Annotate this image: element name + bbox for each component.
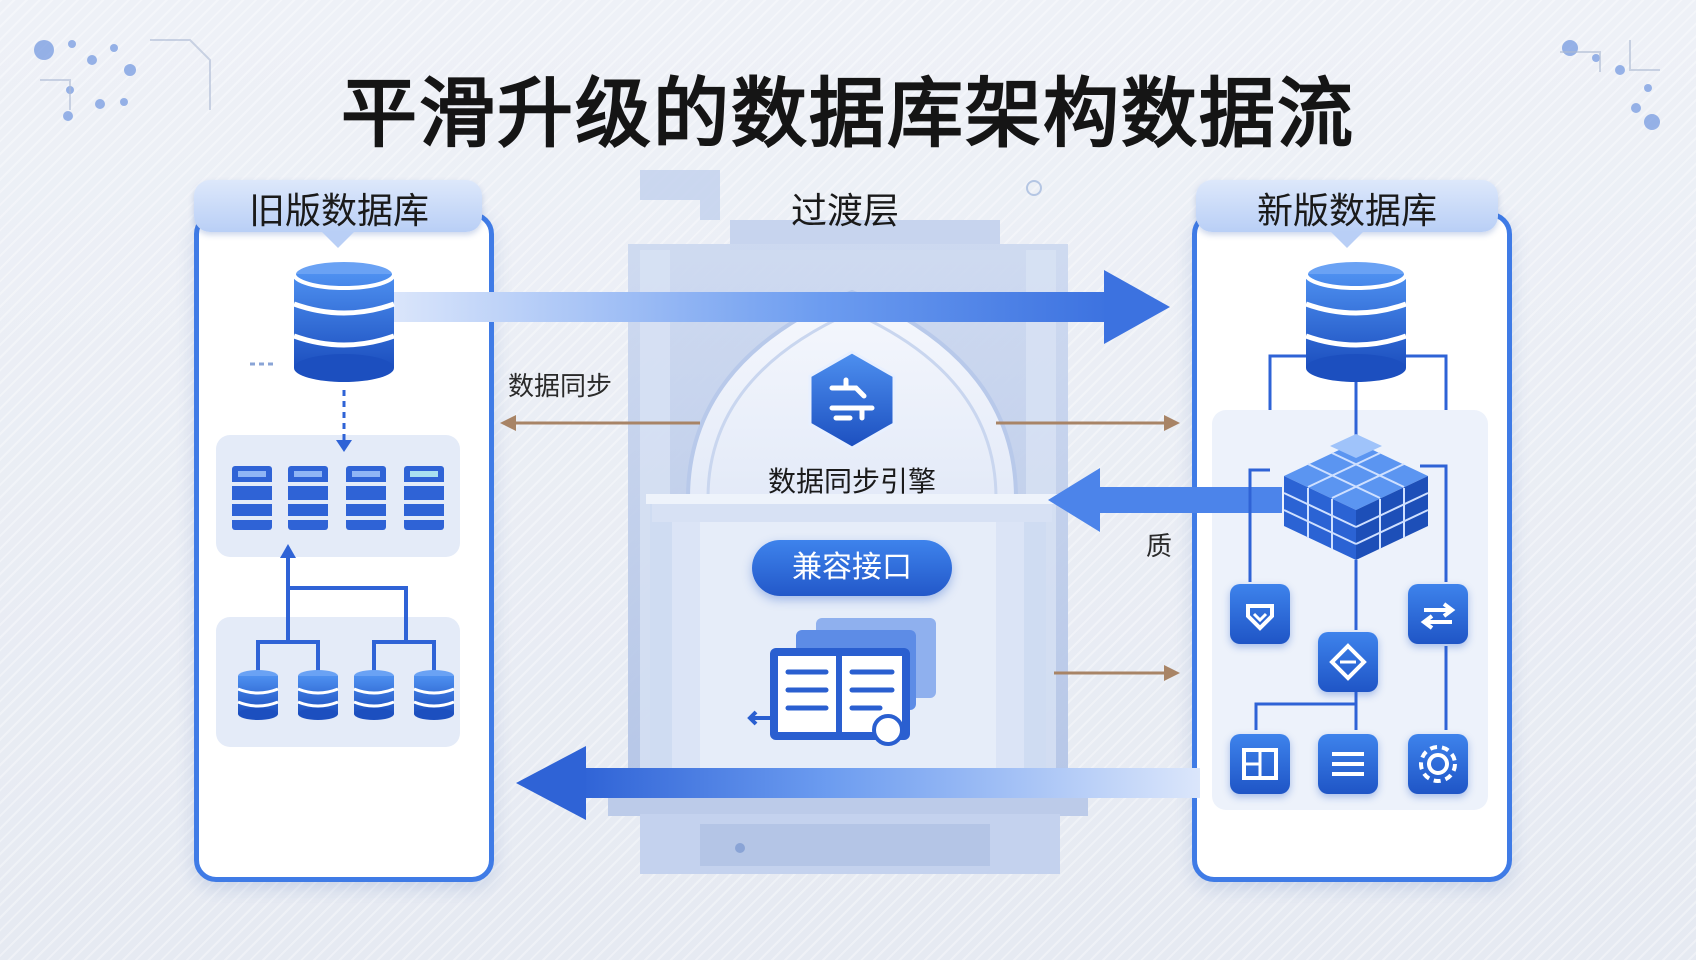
switch-tile [1408,584,1468,644]
server-rack-icon [232,466,444,530]
new-db-tree-lines [1248,354,1448,730]
old-db-label: 旧版数据库 [248,191,429,232]
old-db-header [194,180,482,248]
shield-icon [1246,604,1274,631]
switch-icon [1420,602,1456,630]
shield-tile [1230,584,1290,644]
diamond-icon [1329,643,1367,681]
compatible-interface-pill: 兼容接口 [752,540,952,596]
old-database-icon [292,258,396,382]
data-sync-annotation: 数据同步 [508,372,613,402]
quality-annotation: 质 [1146,532,1173,562]
grid-icon [1242,748,1278,780]
grid-tile [1230,734,1290,794]
header-notch [322,232,354,248]
gear-tile [1408,734,1468,794]
thin-arrows [500,415,1180,681]
arrow-old-to-new [390,270,1170,344]
new-database-icon [1304,258,1408,382]
new-db-label: 新版数据库 [1256,191,1437,232]
gear-icon [1419,745,1457,783]
document-icon [747,618,936,746]
arrow-head [280,544,296,558]
page-title: 平滑升级的数据库架构数据流 [341,69,1355,158]
shard-database-icon [237,670,455,720]
sync-engine-icon [808,350,896,450]
shard-tree-lines [256,556,436,672]
cube-icon [1283,434,1429,560]
arrow-engine-to-old [516,746,1200,820]
header-notch [1331,232,1363,248]
new-db-header [1196,180,1498,248]
arrow-head [336,440,352,452]
sync-engine-label: 数据同步引擎 [767,465,936,498]
diamond-tile [1318,632,1378,692]
list-icon [1332,752,1364,776]
list-tile [1318,734,1378,794]
transition-layer-label: 过渡层 [790,191,899,232]
arrow-new-to-engine [1048,468,1282,532]
